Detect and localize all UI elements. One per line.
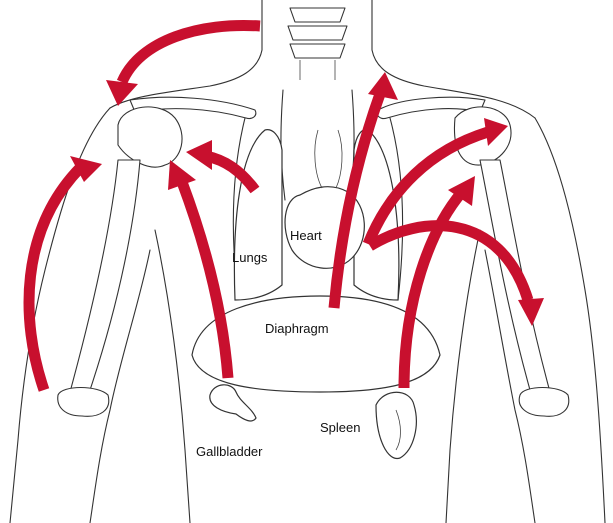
arrow-heart-to-right-arm: [367, 220, 534, 302]
left-humerus: [69, 159, 141, 393]
right-arm-outer: [534, 117, 606, 523]
arrow-neck-to-left-shoulder: [116, 19, 261, 85]
neck-left: [109, 0, 263, 109]
aorta: [314, 129, 343, 189]
left-elbow: [57, 386, 110, 417]
lungs-label: Lungs: [232, 250, 268, 265]
right-arm-inner: [484, 249, 536, 523]
left-torso-side: [154, 229, 191, 523]
arrowhead-gallbladder-to-shoulder: [168, 160, 196, 190]
spleen-label: Spleen: [320, 420, 360, 435]
cervical-spine: [287, 7, 348, 80]
diaphragm-organ: [191, 295, 441, 393]
left-humerus-head: [117, 106, 183, 168]
arrow-gallbladder-to-shoulder: [176, 180, 234, 379]
arrowhead-heart-to-right-arm: [518, 298, 544, 326]
diaphragm-label: Diaphragm: [265, 321, 329, 336]
body-outline: [9, 0, 606, 523]
gallbladder-label: Gallbladder: [196, 444, 263, 459]
spleen-organ: [375, 391, 417, 459]
arrow-spleen-to-right-shoulder: [398, 188, 467, 389]
right-clavicle: [376, 96, 486, 120]
arrowhead-neck-to-left-shoulder: [106, 80, 138, 106]
left-clavicle: [129, 96, 257, 120]
referred-pain-arrows: [23, 19, 544, 392]
arrowhead-diaphragm-to-neck: [368, 72, 398, 100]
arrowhead-arm-to-shoulder: [70, 156, 102, 182]
arrowhead-heart-to-right-shoulder: [484, 118, 508, 146]
left-arm-inner: [89, 249, 151, 523]
arrow-arm-to-shoulder: [23, 164, 84, 392]
left-arm-outer: [9, 107, 111, 523]
heart-label: Heart: [290, 228, 322, 243]
left-lung: [233, 129, 283, 301]
gallbladder-organ: [209, 384, 257, 422]
right-torso-side: [445, 229, 481, 523]
arrow-heart-to-right-shoulder: [362, 126, 490, 247]
arrowhead-spleen-to-right-shoulder: [448, 176, 475, 206]
arrow-diaphragm-to-neck: [328, 92, 386, 309]
arrowhead-lung-to-shoulder: [186, 140, 212, 170]
right-elbow: [518, 386, 570, 417]
neck-right: [371, 0, 536, 119]
rib-cage: [232, 89, 404, 301]
